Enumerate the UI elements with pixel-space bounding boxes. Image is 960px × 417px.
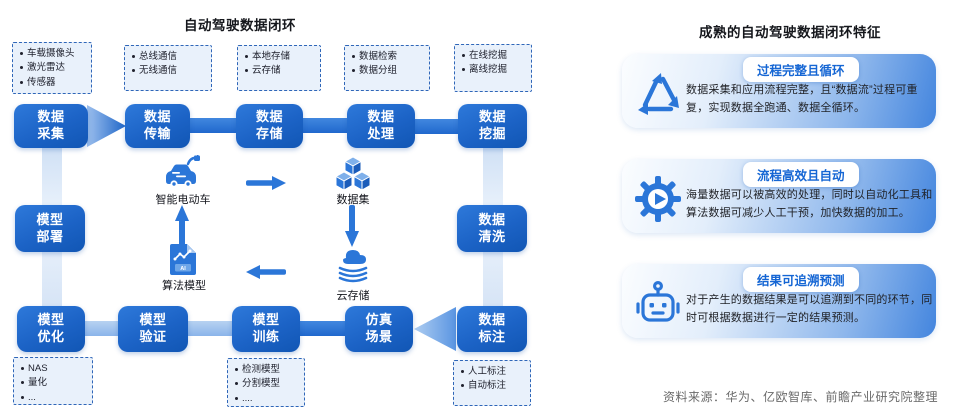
note-collection-sources: 车载摄像头 激光雷达 传感器 — [12, 42, 92, 94]
feature-card-body: 对于产生的数据结果是可以追溯到不同的环节，同时可根据数据进行一定的结果预测。 — [686, 294, 933, 325]
bullet-icon — [20, 66, 23, 70]
flow-arrow-right-icon — [87, 105, 126, 147]
dataset-label: 数据集 — [336, 194, 370, 206]
bullet-icon — [245, 69, 248, 73]
stage-box-model-training: 模型训练 — [232, 306, 300, 352]
arrow-left-icon — [246, 265, 286, 279]
note-processing-methods: 数据检索 数据分组 — [344, 45, 430, 91]
source-attribution: 资料来源：华为、亿欧智库、前瞻产业研究院整理 — [662, 390, 938, 404]
feature-card-traceable-predictable: 结果可追溯预测 对于产生的数据结果是可以追溯到不同的环节，同时可根据数据进行一定… — [622, 264, 936, 338]
bullet-icon — [461, 384, 464, 388]
ev-label: 智能电动车 — [155, 194, 211, 206]
stage-box-model-validation: 模型验证 — [118, 306, 188, 352]
bullet-icon — [235, 368, 238, 371]
bullet-icon — [462, 68, 465, 72]
stage-box-data-collection: 数据采集 — [14, 104, 88, 148]
feature-card-efficient-automatic: 流程高效且自动 海量数据可以被高效的处理，同时以自动化工具和算法数据可减少人工干… — [622, 159, 936, 233]
algorithm-model-label: 算法模型 — [162, 280, 206, 292]
note-training-models: 检测模型 分割模型 .... — [227, 358, 305, 407]
stage-box-data-annotation: 数据标注 — [457, 306, 527, 352]
bullet-icon — [235, 396, 238, 400]
feature-card-complete-loop: 过程完整且循环 数据采集和应用流程完整，且“数据流”过程可重复，实现数据全跑通、… — [622, 54, 936, 128]
robot-icon — [636, 280, 680, 322]
smart-ev-icon — [166, 155, 200, 188]
right-panel-title: 成熟的自动驾驶数据闭环特征 — [699, 25, 881, 40]
dataset-icon — [334, 156, 372, 191]
algorithm-model-icon: AI — [170, 244, 196, 275]
feature-card-body: 数据采集和应用流程完整，且“数据流”过程可重复，实现数据全跑通、数据全循环。 — [686, 84, 918, 115]
gear-play-icon — [635, 176, 681, 222]
cloud-storage-icon — [338, 250, 368, 283]
feature-card-header: 结果可追溯预测 — [743, 267, 859, 292]
note-annotation-methods: 人工标注 自动标注 — [453, 360, 531, 406]
stage-box-simulation-scene: 仿真场景 — [345, 306, 413, 352]
bullet-icon — [352, 55, 355, 58]
feature-card-header: 过程完整且循环 — [743, 57, 859, 82]
bullet-icon — [21, 367, 24, 370]
bullet-icon — [132, 69, 135, 73]
bullet-icon — [245, 55, 248, 58]
stage-box-data-processing: 数据处理 — [347, 104, 415, 148]
note-mining-methods: 在线挖掘 离线挖掘 — [454, 44, 532, 92]
note-storage-methods: 本地存储 云存储 — [237, 45, 321, 91]
bullet-icon — [20, 52, 23, 55]
arrow-up-icon — [175, 205, 189, 247]
ai-badge: AI — [180, 266, 186, 272]
note-transmission-methods: 总线通信 无线通信 — [124, 45, 212, 91]
arrow-right-icon — [246, 176, 286, 190]
feature-card-body: 海量数据可以被高效的处理，同时以自动化工具和算法数据可减少人工干预，加快数据的加… — [686, 189, 933, 220]
stage-box-data-storage: 数据存储 — [236, 104, 303, 148]
stage-box-data-transmission: 数据传输 — [125, 104, 190, 148]
note-optimization-methods: NAS 量化 ... — [13, 357, 93, 405]
left-diagram-title: 自动驾驶数据闭环 — [184, 18, 296, 33]
bullet-icon — [352, 69, 355, 73]
bullet-icon — [20, 80, 23, 84]
stage-box-model-deployment: 模型部署 — [15, 205, 85, 252]
stage-box-model-optimization: 模型优化 — [17, 306, 85, 352]
recycle-icon — [638, 73, 679, 115]
bullet-icon — [132, 55, 135, 58]
stage-box-data-cleaning: 数据清洗 — [457, 205, 527, 252]
bullet-icon — [21, 395, 24, 399]
bullet-icon — [21, 381, 24, 385]
cloud-storage-label: 云存储 — [336, 290, 370, 302]
arrow-down-icon — [345, 205, 359, 247]
bullet-icon — [235, 382, 238, 386]
stage-box-data-mining: 数据挖掘 — [458, 104, 527, 148]
bullet-icon — [461, 370, 464, 373]
feature-card-header: 流程高效且自动 — [743, 162, 859, 187]
bullet-icon — [462, 54, 465, 57]
flow-arrow-left-icon — [414, 307, 456, 351]
